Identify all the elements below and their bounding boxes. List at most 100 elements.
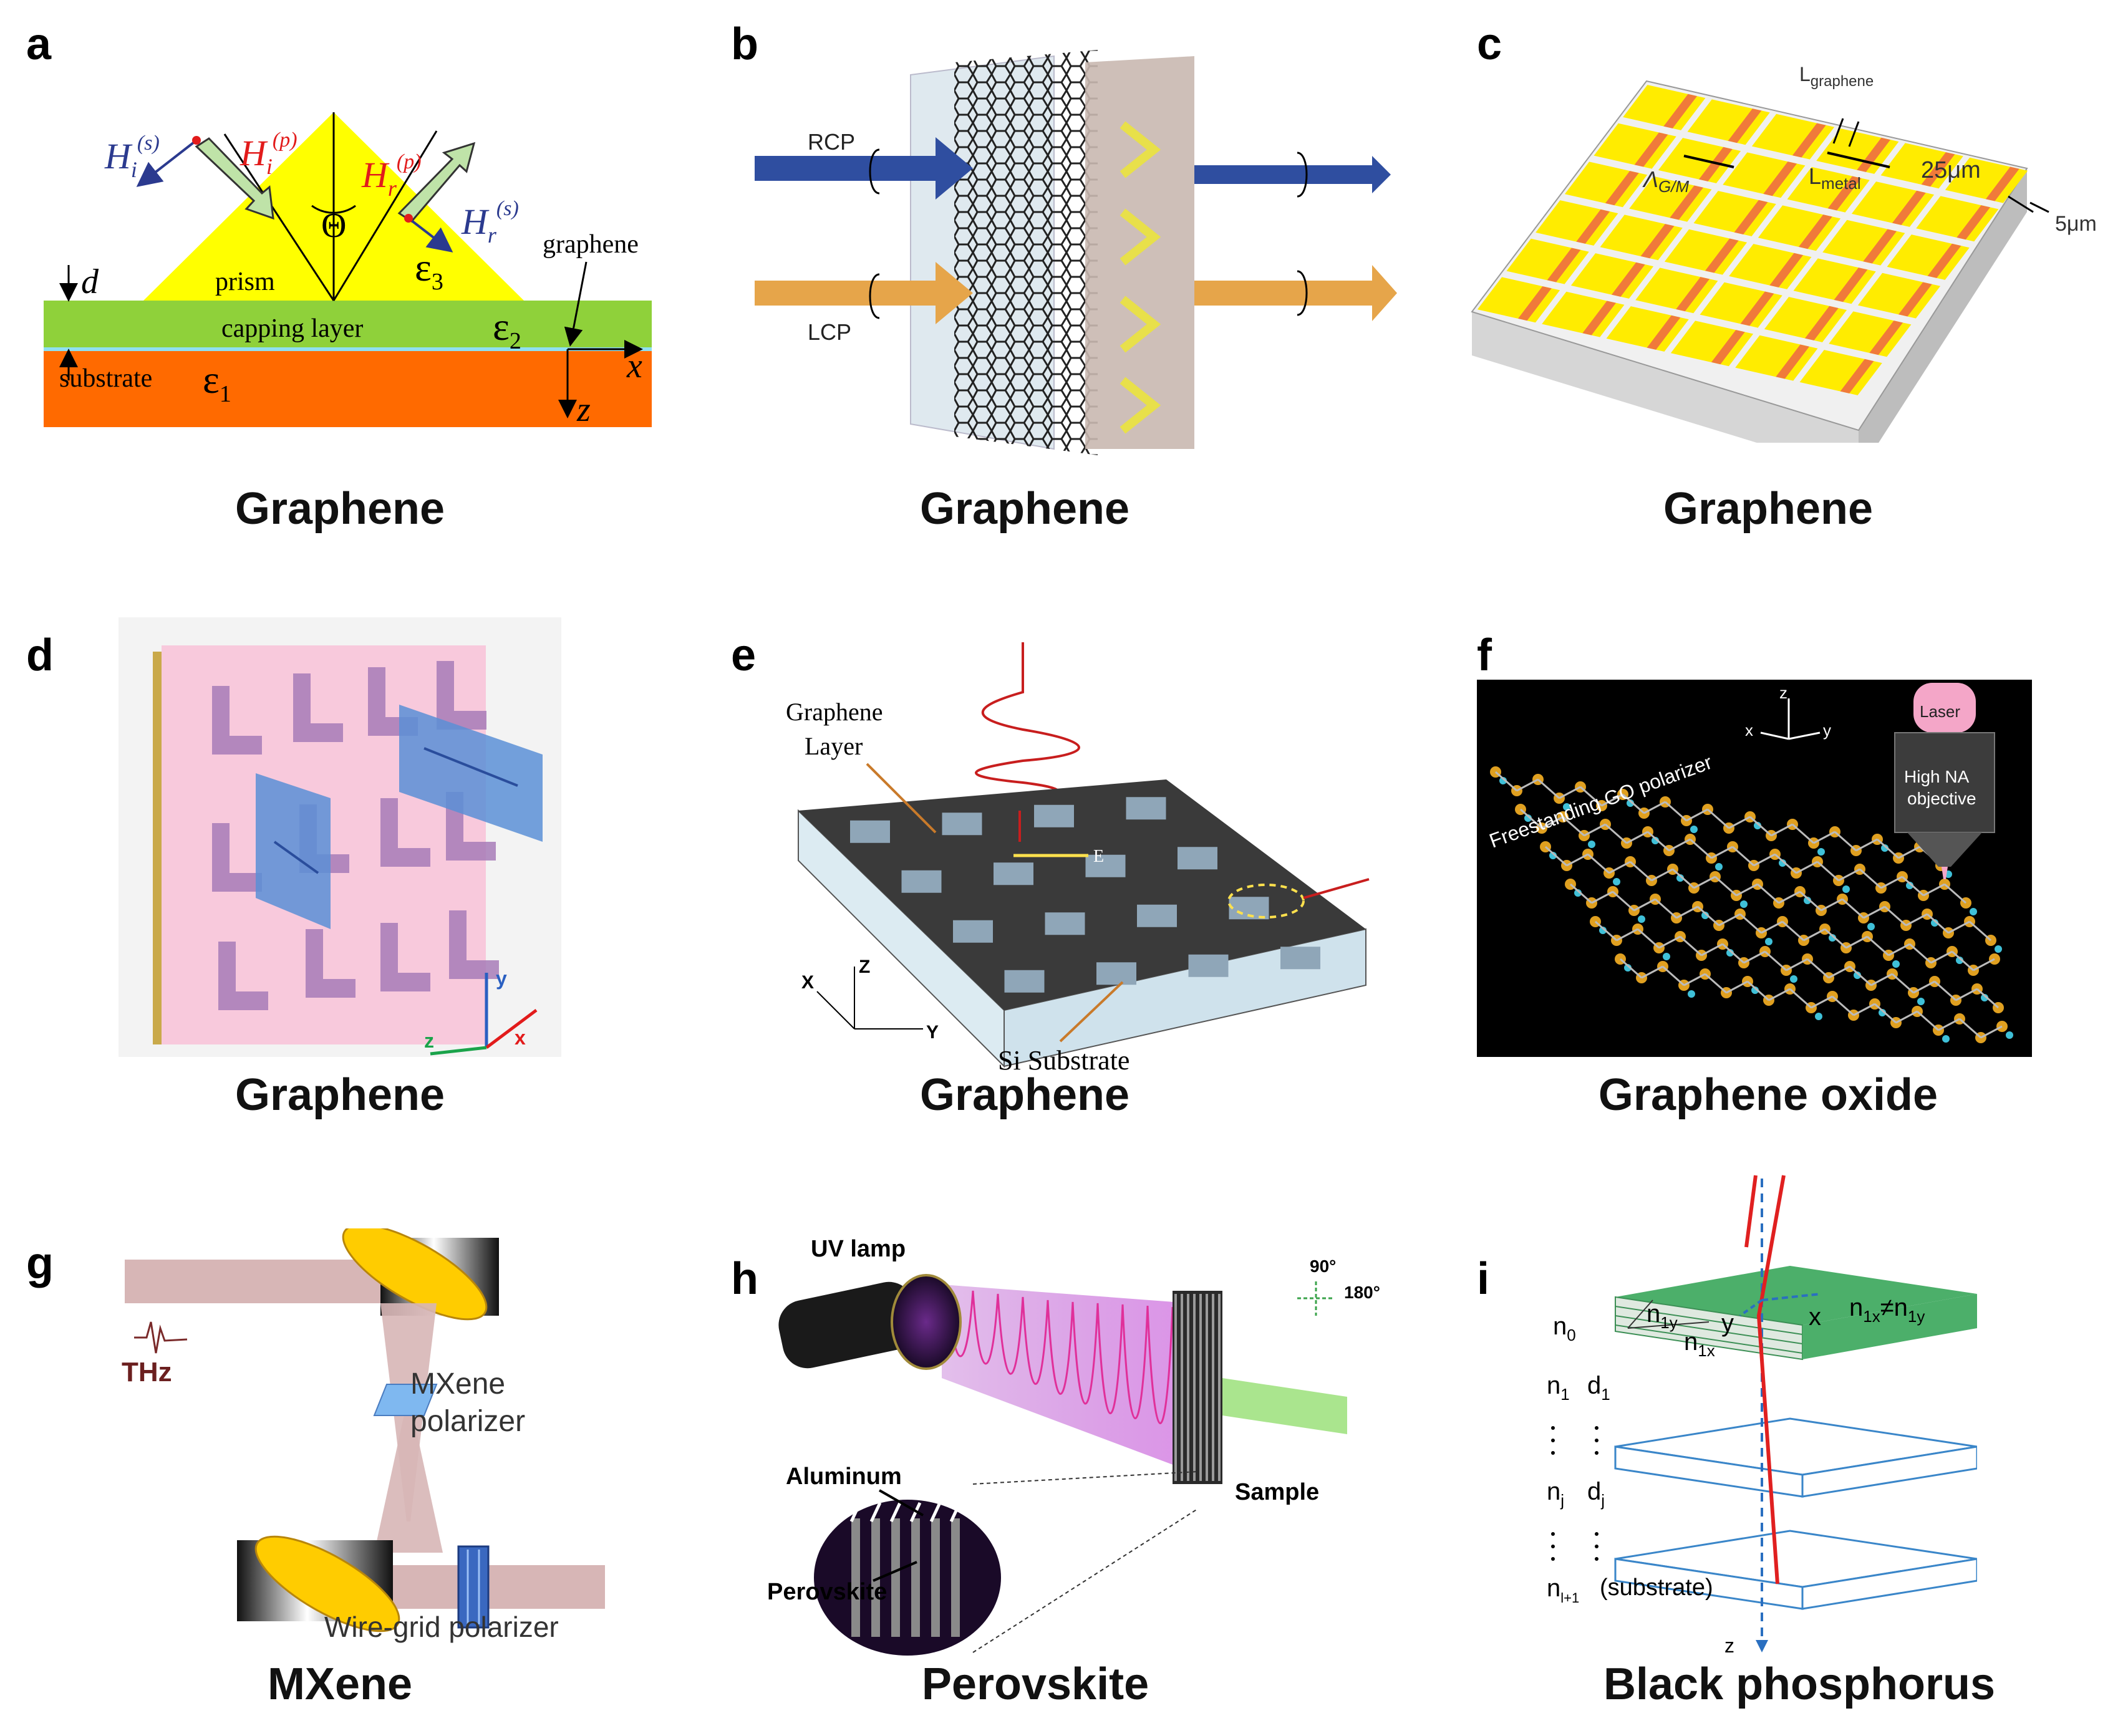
unit-cell (1822, 219, 1905, 266)
uv-lamp-lens (891, 1274, 962, 1370)
bond (1516, 778, 1539, 792)
graphene-patch (1004, 970, 1045, 993)
inset-aluminum-cap (849, 1502, 862, 1523)
bond (1630, 861, 1652, 882)
svg-text:180°: 180° (1344, 1283, 1380, 1302)
graphene-strip (1892, 190, 1926, 225)
svg-text:d: d (81, 263, 99, 301)
bond (1566, 853, 1589, 867)
unit-cell (1477, 277, 1560, 323)
bond (1641, 965, 1663, 979)
l-resonator (306, 929, 355, 998)
oxygen-atom (1790, 975, 1797, 983)
svg-text:Si Substrate: Si Substrate (998, 1045, 1129, 1073)
graphene-strip (1634, 132, 1668, 167)
svg-text:d1: d1 (1587, 1372, 1610, 1404)
polarizer-plane-2 (399, 705, 543, 842)
graphene-strip (1769, 253, 1803, 287)
oxygen-atom (1663, 953, 1670, 960)
graphene-strip (1728, 109, 1762, 143)
svg-text:prism: prism (215, 268, 275, 296)
bond (1951, 950, 1974, 972)
bond (1608, 861, 1631, 874)
unit-cell (1793, 258, 1876, 304)
capping-layer (44, 301, 652, 349)
bond (1917, 1010, 1939, 1031)
svg-text:nj: nj (1547, 1478, 1564, 1510)
bond (1838, 868, 1860, 882)
bond (1774, 853, 1797, 874)
bond (1672, 868, 1695, 889)
bond (1626, 831, 1648, 844)
bond (1895, 1010, 1918, 1024)
bond (1662, 965, 1685, 986)
svg-text:Wire-grid polarizer: Wire-grid polarizer (324, 1611, 559, 1643)
graphene-strip (1898, 282, 1932, 317)
panel-label-g: g (26, 1238, 54, 1288)
oxygen-atom (1842, 885, 1850, 893)
graphene-patch (1137, 904, 1177, 927)
bond (1651, 868, 1673, 882)
unit-cell (1851, 181, 1935, 227)
bond (1520, 808, 1542, 829)
graphene-patch (1045, 912, 1085, 935)
bond (1938, 1018, 1960, 1031)
oxygen-atom (1676, 874, 1684, 882)
bond (1668, 838, 1691, 852)
unit-cell (1880, 143, 1963, 189)
unit-cell (1764, 297, 1847, 342)
bond (1637, 928, 1660, 949)
caption-c: Graphene (1663, 484, 1874, 534)
oxygen-atom (1563, 803, 1570, 811)
bond (1927, 913, 1949, 934)
oxygen-atom (1613, 878, 1620, 885)
oxygen-atom (1981, 994, 1988, 1001)
oxygen-atom (1740, 900, 1748, 908)
graphene-strip (1956, 205, 1990, 240)
bond (1905, 913, 1928, 927)
svg-text:x: x (1745, 721, 1753, 740)
svg-text:objective: objective (1907, 789, 1976, 808)
bond (1697, 905, 1719, 927)
graphene-strip (1921, 152, 1955, 187)
bond (1495, 771, 1517, 792)
bond (1902, 875, 1924, 897)
go-polarizer-lattice (1490, 766, 2013, 1043)
oxygen-atom (1815, 1013, 1822, 1020)
svg-text:Hi(s): Hi(s) (104, 132, 160, 182)
bond (1743, 950, 1766, 964)
oxygen-atom (1804, 897, 1811, 904)
unit-cell (1629, 176, 1712, 222)
graphene-strip (1869, 321, 1903, 355)
unit-cell (1816, 128, 1899, 174)
bond (1761, 920, 1783, 934)
bond (1601, 793, 1623, 807)
panel-h-diagram: UV lamp Sample 90° 180° Aluminum Perovsk… (767, 1236, 1380, 1656)
caption-b: Graphene (919, 484, 1130, 534)
inset-perovskite-bar (931, 1518, 940, 1637)
oxygen-atom (1854, 972, 1861, 979)
inset-aluminum-cap (889, 1502, 902, 1523)
oxygen-atom (1652, 837, 1659, 844)
bond (1728, 816, 1751, 829)
graphene-patch (1280, 947, 1320, 970)
graphene-strip (1776, 344, 1809, 379)
l-resonator (218, 942, 268, 1010)
panel-i-diagram: n0 n1y n1x y x n1x≠n1y n1 d1 nj dj nl+1 … (1547, 1175, 1977, 1657)
graphene-strip (1834, 268, 1868, 302)
unit-cell (1635, 268, 1718, 314)
inset-aluminum-cap (869, 1502, 882, 1523)
oxygen-atom (1688, 990, 1695, 998)
svg-text:Hi(p): Hi(p) (239, 128, 297, 179)
unit-cell (1787, 166, 1870, 213)
graphene-strip (1547, 248, 1581, 282)
svg-text:E: E (1093, 847, 1104, 866)
oxygen-atom (1956, 957, 1963, 964)
unit-cell (1799, 350, 1882, 395)
bond (1595, 920, 1617, 942)
graphene-patch (953, 920, 993, 943)
oxygen-atom (1588, 841, 1595, 848)
bond (1789, 988, 1812, 1009)
graphene-patch (1085, 854, 1126, 877)
bond (1693, 875, 1716, 889)
